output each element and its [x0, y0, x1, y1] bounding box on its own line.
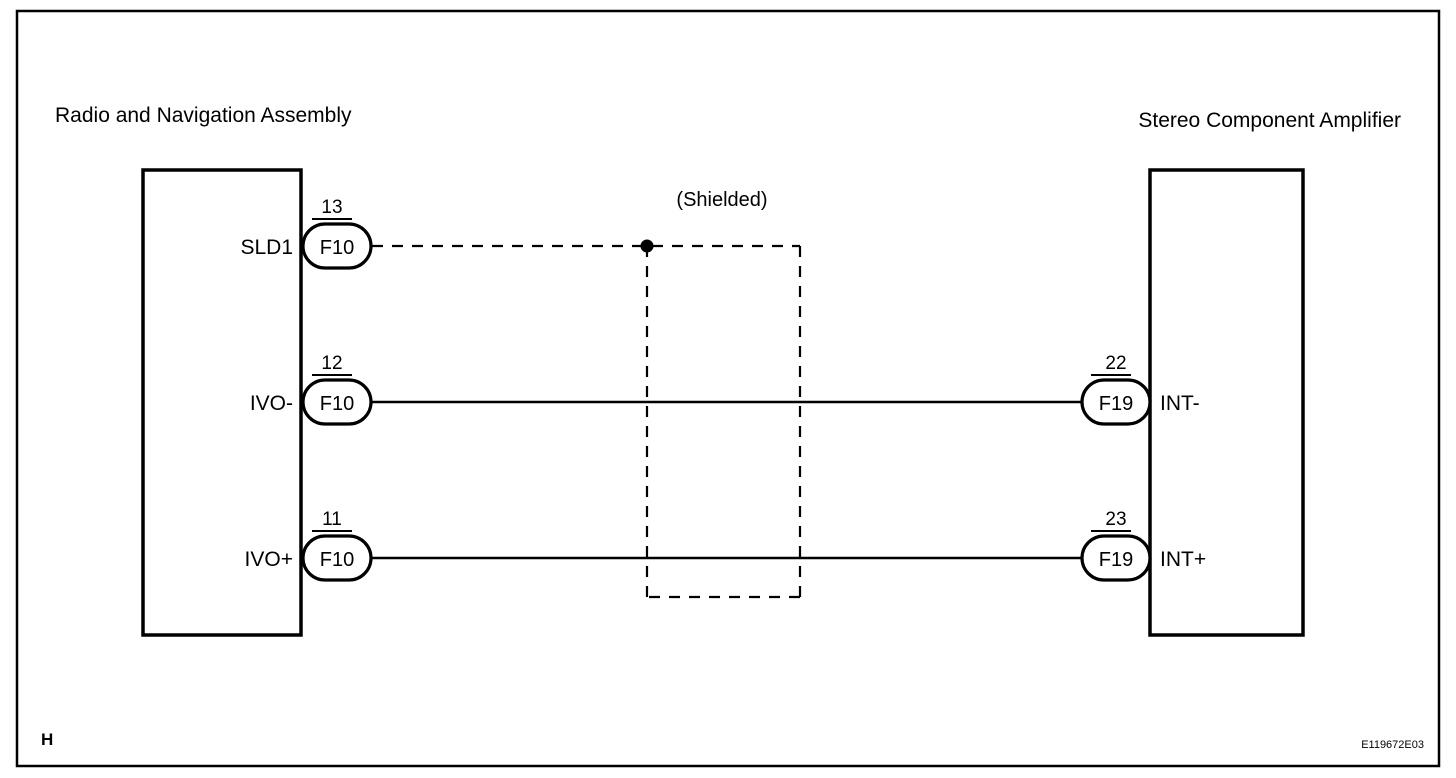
connector-code-left-ivo-minus: F10	[320, 393, 354, 415]
pin-label-ivo-plus: IVO+	[245, 548, 293, 571]
terminal-oval-right-int-plus	[1080, 534, 1152, 582]
terminal-oval-left-ivo-minus	[301, 378, 373, 426]
connector-code-right-int-plus: F19	[1099, 549, 1133, 571]
connector-code-right-int-minus: F19	[1099, 393, 1133, 415]
terminal-oval-right-int-minus	[1080, 378, 1152, 426]
terminal-oval-left-ivo-plus	[301, 534, 373, 582]
pin-label-int-minus: INT-	[1160, 392, 1200, 415]
pin-label-int-plus: INT+	[1160, 548, 1206, 571]
pin-label-ivo-minus: IVO-	[250, 392, 293, 415]
page-border	[15, 9, 1441, 768]
terminal-number-right-int-plus: 23	[1105, 509, 1126, 530]
connector-code-left-sld1: F10	[320, 237, 354, 259]
terminal-number-left-ivo-minus: 12	[321, 353, 342, 374]
radio-navigation-assembly-box	[141, 168, 303, 637]
pin-label-sld1: SLD1	[240, 236, 293, 259]
shield-junction-dot	[640, 239, 654, 253]
terminal-number-left-ivo-plus: 11	[322, 509, 342, 530]
reference-code: E119672E03	[1361, 739, 1424, 751]
terminal-oval-left-sld1	[301, 222, 373, 270]
left-component-title: Radio and Navigation Assembly	[55, 104, 352, 127]
corner-letter: H	[41, 730, 53, 749]
right-component-title: Stereo Component Amplifier	[1138, 109, 1401, 132]
terminal-number-left-sld1: 13	[321, 197, 342, 218]
terminal-number-right-int-minus: 22	[1105, 353, 1126, 374]
connector-code-left-ivo-plus: F10	[320, 549, 354, 571]
shielded-label: (Shielded)	[676, 189, 767, 211]
